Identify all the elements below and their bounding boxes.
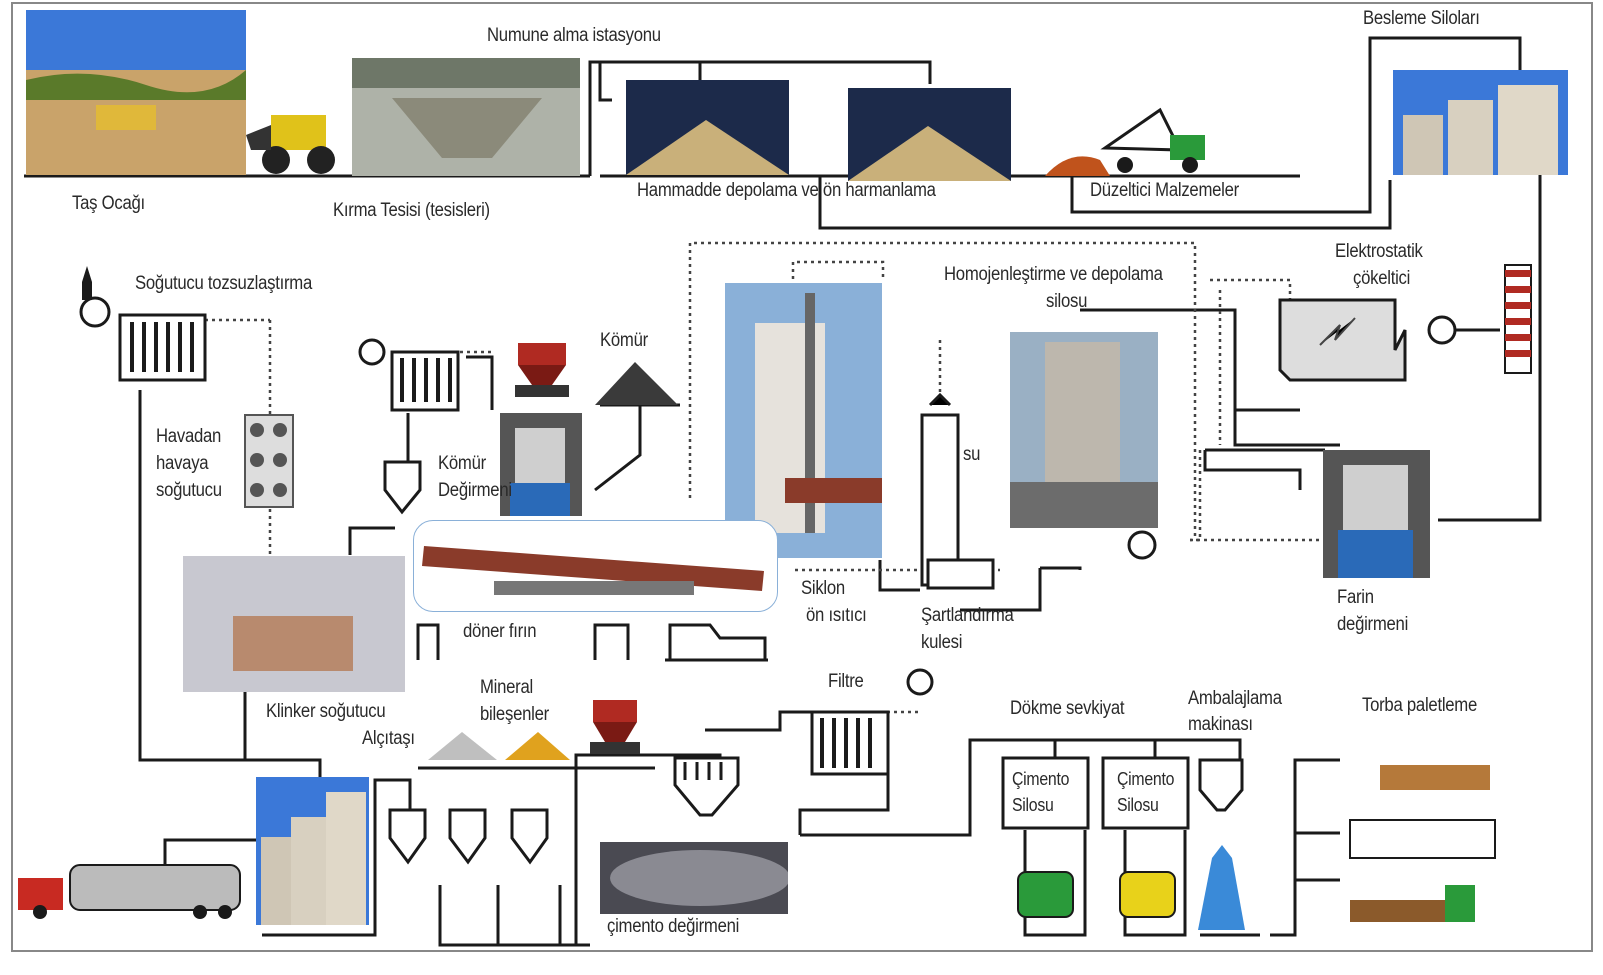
label-cement-silo-2a: Çimento: [1117, 769, 1175, 789]
homogenization-silo-photo: [1010, 332, 1158, 528]
label-quarry: Taş Ocağı: [72, 193, 145, 214]
equipment-graphics: [18, 107, 1532, 930]
label-conditioning-1: Şartlandırma: [921, 605, 1014, 626]
label-cement-mill: çimento değirmeni: [607, 916, 740, 937]
clinker-silos-photo: [256, 777, 369, 925]
label-sampling: Numune alma istasyonu: [487, 25, 661, 46]
label-cement-silo-1b: Silosu: [1012, 795, 1054, 815]
label-water: su: [963, 444, 981, 465]
label-palletizing: Torba paletleme: [1362, 695, 1478, 716]
clinker-cooler-photo: [183, 556, 405, 692]
label-esp-2: çökeltici: [1353, 268, 1411, 289]
feed-silos-photo: [1393, 70, 1568, 175]
label-raw-mill-2: değirmeni: [1337, 614, 1409, 635]
label-raw-storage: Hammadde depolama ve ön harmanlama: [637, 180, 936, 201]
label-cement-silo-1a: Çimento: [1012, 769, 1070, 789]
label-homog-2: silosu: [1046, 291, 1088, 312]
rotary-kiln-image: [413, 520, 778, 612]
label-cyclone-1: Siklon: [801, 578, 845, 599]
label-mineral-1: Mineral: [480, 677, 533, 698]
preheater-tower-photo: [725, 283, 882, 558]
raw-storage-photo-2: [848, 88, 1011, 181]
crusher-photo: [352, 58, 580, 176]
label-mineral-2: bileşenler: [480, 704, 549, 725]
coal-mill-photo: [500, 413, 582, 516]
label-clinker-cooler: Klinker soğutucu: [266, 701, 386, 722]
label-feed-silos: Besleme Siloları: [1363, 8, 1480, 29]
label-corrective: Düzeltici Malzemeler: [1090, 180, 1239, 201]
label-bulk: Dökme sevkiyat: [1010, 698, 1125, 719]
label-raw-mill-1: Farin: [1337, 587, 1374, 608]
label-filter: Filtre: [828, 671, 864, 692]
label-esp-1: Elektrostatik: [1335, 241, 1423, 262]
label-air-cooler-3: soğutucu: [156, 480, 222, 501]
label-homog-1: Homojenleştirme ve depolama: [944, 264, 1163, 285]
loader-photo: [246, 95, 341, 177]
cement-mill-photo: [600, 842, 788, 914]
raw-mill-photo: [1323, 450, 1430, 578]
label-conditioning-2: kulesi: [921, 632, 963, 653]
label-air-cooler-1: Havadan: [156, 426, 222, 447]
label-coal-mill-1: Kömür: [438, 453, 486, 474]
label-packing-1: Ambalajlama: [1188, 688, 1282, 709]
raw-storage-photo-1: [626, 80, 789, 175]
label-coal: Kömür: [600, 330, 648, 351]
label-gypsum: Alçıtaşı: [362, 728, 415, 749]
label-coal-mill-2: Değirmeni: [438, 480, 512, 501]
label-cooler-dedust: Soğutucu tozsuzlaştırma: [135, 273, 313, 294]
label-cement-silo-2b: Silosu: [1117, 795, 1159, 815]
label-crusher: Kırma Tesisi (tesisleri): [333, 200, 490, 221]
quarry-photo: [26, 10, 246, 175]
label-kiln: döner fırın: [463, 621, 537, 642]
label-cyclone-2: ön ısıtıcı: [806, 605, 867, 626]
label-air-cooler-2: havaya: [156, 453, 209, 474]
label-packing-2: makinası: [1188, 714, 1253, 735]
